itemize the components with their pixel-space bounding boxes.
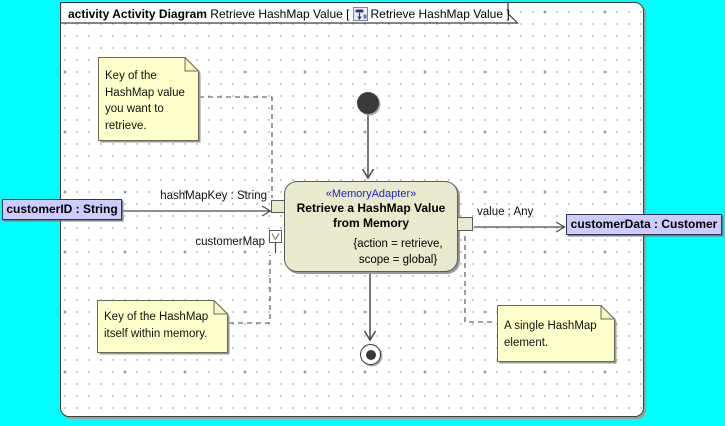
activity-diagram-icon: [352, 7, 368, 21]
value-pin-check-icon: [271, 233, 280, 241]
initial-node[interactable]: [357, 92, 379, 114]
stereotype-label: «MemoryAdapter»: [325, 188, 417, 200]
diagram-title-tab[interactable]: [60, 2, 520, 27]
output-pin-value[interactable]: [457, 217, 473, 231]
activity-final-core: [365, 349, 376, 360]
note-key-of-value[interactable]: Key of the HashMap value you want to ret…: [98, 57, 201, 143]
note-key-of-hashmap[interactable]: Key of the HashMap itself within memory.: [97, 300, 230, 355]
diagram-title-ref: Retrieve HashMap Value: [370, 7, 504, 21]
diagram-title-bracket-close: ]: [506, 7, 510, 21]
object-flow-pin-to-customerdata[interactable]: [474, 221, 566, 233]
diagram-title-bracket-open: [: [346, 7, 350, 21]
control-flow-action-to-final[interactable]: [363, 272, 377, 342]
action-node[interactable]: «MemoryAdapter» Retrieve a HashMap Value…: [284, 181, 458, 272]
note-anchor-key-of-value[interactable]: [199, 96, 273, 198]
diagram-title-name: Retrieve HashMap Value: [210, 7, 343, 21]
object-node-customerid[interactable]: customerID : String: [2, 199, 122, 220]
input-pin-hashmapkey[interactable]: [271, 200, 285, 213]
tagged-values: {action = retrieve, scope = global}: [353, 238, 443, 266]
note-single-element[interactable]: A single HashMap element.: [497, 305, 617, 364]
object-node-customerdata[interactable]: customerData : Customer: [566, 214, 722, 235]
value-pin-customermap[interactable]: [269, 230, 282, 243]
control-flow-initial-to-action[interactable]: [361, 114, 375, 180]
note-text: A single HashMap element.: [504, 320, 597, 349]
note-anchor-key-of-hashmap[interactable]: [229, 255, 271, 324]
note-anchor-single-element[interactable]: [464, 236, 496, 323]
diagram-title-keyword: activity Activity Diagram: [68, 7, 207, 21]
note-text: Key of the HashMap itself within memory.: [104, 311, 209, 340]
action-name: Retrieve a HashMap Value from Memory: [296, 201, 446, 230]
object-flow-customerid-to-pin[interactable]: [123, 205, 272, 217]
output-pin-label[interactable]: value : Any: [477, 206, 534, 218]
input-pin-label[interactable]: hashMapKey : String: [160, 190, 267, 202]
diagram-title: activity Activity Diagram Retrieve HashM…: [68, 7, 510, 21]
activity-final-node[interactable]: [360, 344, 381, 365]
value-pin-label[interactable]: customerMap: [195, 236, 265, 248]
note-text: Key of the HashMap value you want to ret…: [105, 70, 185, 132]
